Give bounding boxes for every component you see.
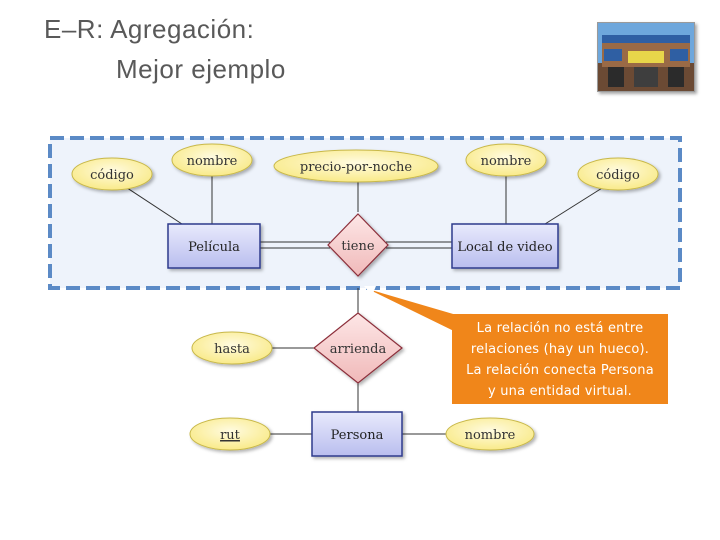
attribute-codigo-right: código (577, 157, 659, 191)
attribute-rut-label: rut (220, 428, 241, 443)
attribute-nombre-persona-label: nombre (465, 428, 516, 443)
callout-box (364, 286, 668, 404)
callout-line-1: La relación no está entre (476, 321, 644, 336)
attribute-rut: rut (189, 417, 271, 451)
attribute-nombre-left-label: nombre (187, 154, 238, 169)
attribute-precio-por-noche: precio-por-noche (273, 149, 439, 183)
callout-line-4: y una entidad virtual. (487, 384, 633, 399)
relation-arrienda: arrienda (313, 312, 403, 384)
attribute-codigo-right-label: código (596, 168, 640, 183)
attribute-nombre-right-label: nombre (481, 154, 532, 169)
callout-line-2: relaciones (hay un hueco). (470, 342, 650, 357)
attribute-nombre-persona: nombre (445, 417, 535, 451)
slide-title-line1: E–R: Agregación: (44, 14, 255, 44)
attribute-precio-por-noche-label: precio-por-noche (300, 160, 412, 175)
slide-title-line2: Mejor ejemplo (116, 54, 286, 84)
entity-persona-label: Persona (331, 428, 384, 443)
attribute-hasta: hasta (191, 331, 273, 365)
attribute-nombre-left: nombre (171, 143, 253, 177)
attribute-nombre-right: nombre (465, 143, 547, 177)
entity-local-de-video: Local de video (451, 223, 559, 269)
entity-local-de-video-label: Local de video (457, 240, 552, 255)
attribute-hasta-label: hasta (214, 342, 250, 357)
relation-arrienda-label: arrienda (330, 342, 387, 357)
entity-persona: Persona (311, 411, 403, 457)
video-store-photo (597, 22, 695, 92)
entity-pelicula: Película (167, 223, 261, 269)
entity-pelicula-label: Película (188, 240, 240, 255)
attribute-codigo-left: código (71, 157, 153, 191)
relation-tiene-label: tiene (341, 239, 374, 254)
relation-tiene: tiene (327, 213, 389, 277)
attribute-codigo-left-label: código (90, 168, 134, 183)
callout-text: La relación no está entre relaciones (ha… (452, 318, 668, 402)
callout-line-3: La relación conecta Persona (466, 363, 654, 378)
